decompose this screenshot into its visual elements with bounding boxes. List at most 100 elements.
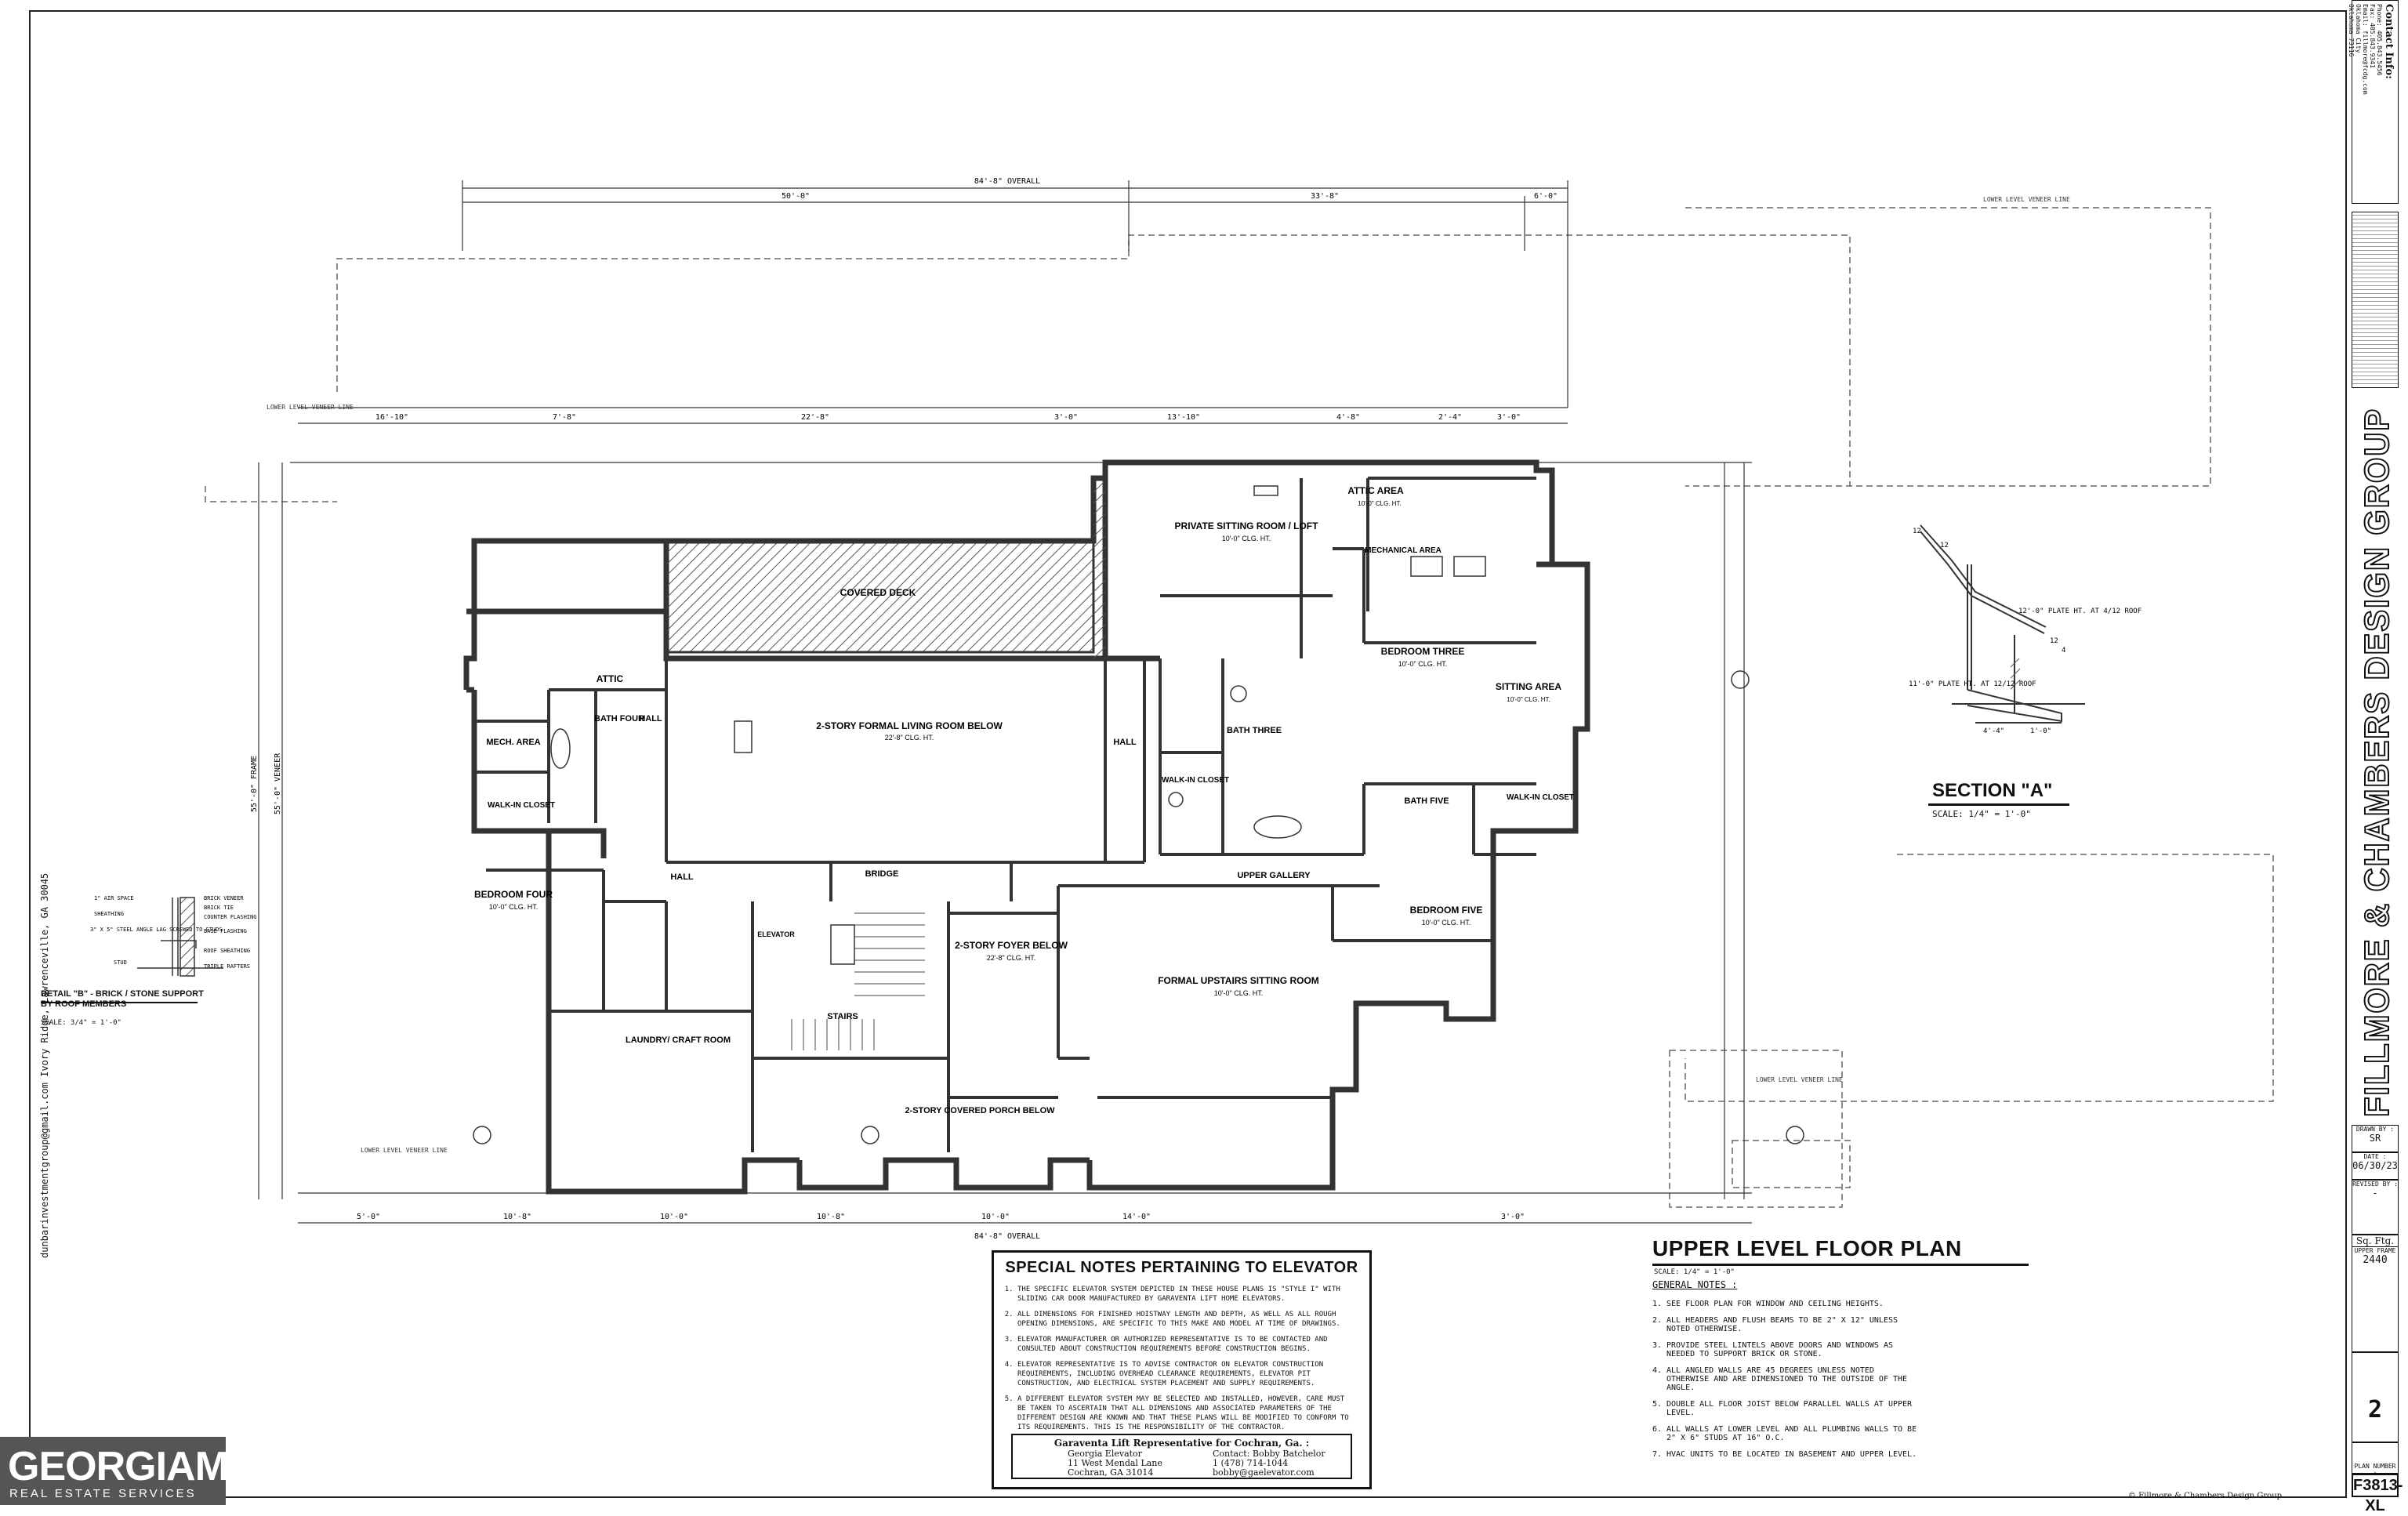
plan-scale: SCALE: 1/4" = 1'-0": [1654, 1268, 1735, 1276]
room-laundry: LAUNDRY/ CRAFT ROOM: [626, 1035, 731, 1045]
svg-text:10'-0" CLG. HT.: 10'-0" CLG. HT.: [489, 903, 538, 911]
general-note: SEE FLOOR PLAN FOR WINDOW AND CEILING HE…: [1666, 1300, 1919, 1308]
elevator-rep-address: Georgia Elevator 11 West Mendal Lane Coc…: [1068, 1449, 1162, 1478]
general-note: ALL HEADERS AND FLUSH BEAMS TO BE 2" X 1…: [1666, 1316, 1919, 1333]
svg-text:LOWER LEVEL VENEER LINE: LOWER LEVEL VENEER LINE: [361, 1147, 448, 1154]
georgia-mls-logo: GEORGIAMLS REAL ESTATE SERVICES: [0, 1437, 279, 1505]
contact-info-cell: Contact Info: Phone: 405.843.5456 Fax: 4…: [2348, 0, 2399, 204]
room-bedroom-five: BEDROOM FIVE: [1410, 905, 1483, 916]
room-attic-area: ATTIC AREA: [1347, 485, 1404, 496]
revised-cell: REVISED BY : -: [2352, 1180, 2399, 1235]
svg-text:BASE FLASHING: BASE FLASHING: [204, 928, 247, 934]
svg-text:12: 12: [2050, 637, 2058, 645]
svg-text:1" AIR SPACE: 1" AIR SPACE: [94, 895, 134, 901]
room-mech-area: MECH. AREA: [486, 738, 540, 747]
side-dimension: 55'-0" VENEER: [274, 753, 282, 814]
room-hall-1: HALL: [639, 714, 662, 724]
room-walkin-3: WALK-IN CLOSET: [1162, 776, 1229, 785]
section-a-title: SECTION "A": [1932, 780, 2053, 801]
svg-text:84'-8" OVERALL: 84'-8" OVERALL: [974, 1232, 1040, 1241]
svg-text:10'-0" CLG. HT.: 10'-0" CLG. HT.: [1358, 500, 1402, 507]
svg-text:11'-0" PLATE HT. AT 12/12 ROOF: 11'-0" PLATE HT. AT 12/12 ROOF: [1909, 680, 2036, 688]
svg-text:COUNTER FLASHING: COUNTER FLASHING: [204, 914, 256, 920]
svg-text:10'-0" CLG. HT.: 10'-0" CLG. HT.: [1222, 535, 1271, 542]
second-dimension: 4'-8": [1336, 413, 1360, 422]
room-sitting-area: SITTING AREA: [1496, 681, 1562, 692]
svg-text:SHEATHING: SHEATHING: [94, 911, 124, 917]
svg-text:10'-0" CLG. HT.: 10'-0" CLG. HT.: [1507, 696, 1550, 703]
section-a-scale: SCALE: 1/4" = 1'-0": [1932, 809, 2031, 819]
top-dimension: 50'-0": [782, 192, 810, 201]
drawn-by-cell: DRAWN BY : SR: [2352, 1125, 2399, 1152]
section-a-underline: [1928, 803, 2069, 806]
bottom-dimension: 10'-8": [817, 1213, 845, 1221]
elevator-rep-box: Garaventa Lift Representative for Cochra…: [1011, 1434, 1352, 1479]
second-dimension: 3'-0": [1054, 413, 1078, 422]
room-mechanical: MECHANICAL AREA: [1365, 546, 1442, 555]
svg-text:BRICK TIE: BRICK TIE: [204, 905, 234, 911]
svg-text:10'-0" CLG. HT.: 10'-0" CLG. HT.: [1398, 660, 1447, 668]
second-dimension: 22'-8": [801, 413, 829, 422]
plan-label-cell: PLAN NUMBER :: [2352, 1442, 2399, 1477]
bottom-dimension: 14'-0": [1122, 1213, 1151, 1221]
room-hall-2: HALL: [670, 872, 694, 882]
general-note: DOUBLE ALL FLOOR JOIST BELOW PARALLEL WA…: [1666, 1400, 1919, 1417]
svg-text:STUD: STUD: [114, 959, 127, 966]
detail-b-drawing: 1" AIR SPACE SHEATHING 3" X 5" STEEL ANG…: [90, 895, 256, 977]
second-dimension: 7'-8": [553, 413, 576, 422]
agent-watermark-text: dunbarinvestmentgroup@gmail.com Ivory Ri…: [39, 872, 50, 1258]
bottom-dimension: 10'-0": [981, 1213, 1010, 1221]
room-bedroom-three: BEDROOM THREE: [1381, 646, 1465, 657]
room-walkin-4: WALK-IN CLOSET: [488, 801, 555, 810]
svg-text:ROOF SHEATHING: ROOF SHEATHING: [204, 948, 250, 954]
elevator-note: THE SPECIFIC ELEVATOR SYSTEM DEPICTED IN…: [1017, 1285, 1355, 1304]
copyright: © Fillmore & Chambers Design Group: [2128, 1492, 2283, 1500]
second-dimension: 3'-0": [1497, 413, 1521, 422]
detail-b-title: DETAIL "B" - BRICK / STONE SUPPORT BY RO…: [41, 989, 204, 1009]
svg-text:LOWER LEVEL VENEER LINE: LOWER LEVEL VENEER LINE: [1756, 1076, 1843, 1083]
general-notes-title: GENERAL NOTES :: [1652, 1279, 1738, 1290]
elevator-rep-contact: Contact: Bobby Batchelor 1 (478) 714-104…: [1213, 1449, 1325, 1478]
room-covered-deck: COVERED DECK: [840, 587, 916, 598]
brand-logo: FILLMORE & CHAMBERS DESIGN GROUP: [2357, 407, 2397, 1118]
room-elevator: ELEVATOR: [757, 930, 795, 938]
second-dimension: 2'-4": [1438, 413, 1462, 422]
svg-text:22'-8" CLG. HT.: 22'-8" CLG. HT.: [987, 954, 1035, 962]
room-upstairs-sitting: FORMAL UPSTAIRS SITTING ROOM: [1158, 975, 1319, 986]
elevator-notes-title: SPECIAL NOTES PERTAINING TO ELEVATOR: [1005, 1259, 1358, 1276]
bottom-dimension: 10'-8": [503, 1213, 531, 1221]
disclaimer-cell: [2352, 212, 2399, 388]
room-living: 2-STORY FORMAL LIVING ROOM BELOW: [816, 720, 1003, 731]
room-bath-five: BATH FIVE: [1404, 796, 1449, 806]
side-dimension: 55'-0" FRAME: [250, 756, 259, 812]
top-dimension: 6'-0": [1534, 192, 1558, 201]
room-bridge: BRIDGE: [865, 869, 899, 879]
svg-text:12: 12: [1940, 542, 1949, 549]
detail-b-underline: [41, 1002, 198, 1003]
elevator-notes-list: THE SPECIFIC ELEVATOR SYSTEM DEPICTED IN…: [1017, 1285, 1355, 1432]
bottom-dimension: 10'-0": [660, 1213, 688, 1221]
room-attic: ATTIC: [597, 673, 624, 684]
date-cell: DATE : 06/30/23: [2352, 1152, 2399, 1180]
room-stairs: STAIRS: [827, 1012, 858, 1021]
page-number-cell: 2: [2352, 1352, 2399, 1442]
svg-text:FILLMORE & CHAMBERS DESIGN GRO: FILLMORE & CHAMBERS DESIGN GROUP: [2358, 408, 2396, 1117]
svg-text:22'-8" CLG. HT.: 22'-8" CLG. HT.: [885, 734, 934, 742]
elevator-notes-box: SPECIAL NOTES PERTAINING TO ELEVATOR THE…: [992, 1250, 1372, 1489]
top-dimension: 33'-8": [1311, 192, 1339, 201]
svg-text:4: 4: [2062, 647, 2065, 655]
elevator-note: ELEVATOR REPRESENTATIVE IS TO ADVISE CON…: [1017, 1360, 1355, 1388]
svg-text:1'-0": 1'-0": [2030, 727, 2051, 735]
room-hall-3: HALL: [1113, 738, 1137, 747]
room-walkin-5: WALK-IN CLOSET: [1507, 793, 1574, 802]
svg-text:4'-4": 4'-4": [1983, 727, 2004, 735]
elevator-note: ELEVATOR MANUFACTURER OR AUTHORIZED REPR…: [1017, 1335, 1355, 1354]
plan-number: F3813-XL: [2352, 1474, 2403, 1514]
elevator-rep-title: Garaventa Lift Representative for Cochra…: [1054, 1438, 1310, 1449]
bottom-dimension: 3'-0": [1501, 1213, 1525, 1221]
room-sitting-loft: PRIVATE SITTING ROOM / LOFT: [1175, 520, 1319, 531]
elevator-note: A DIFFERENT ELEVATOR SYSTEM MAY BE SELEC…: [1017, 1395, 1355, 1432]
second-dimension: 16'-10": [375, 413, 408, 422]
